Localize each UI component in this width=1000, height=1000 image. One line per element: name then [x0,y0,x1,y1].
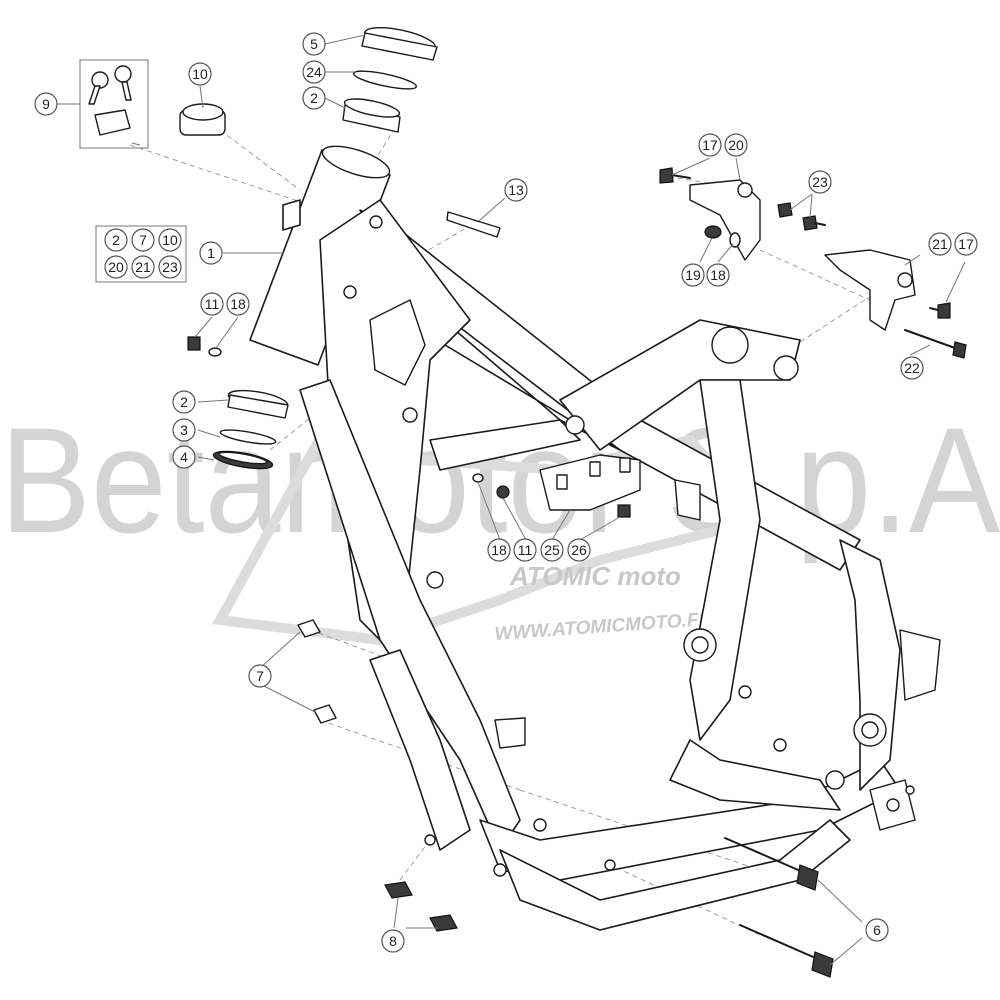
watermark: Betamotor S.p.A ATOMIC moto WWW.ATOMICMO… [0,396,1000,646]
kit-item: 7 [139,232,147,248]
callout-11-mid: 11 [513,538,537,562]
callout-22: 22 [900,356,924,380]
callout-17-left: 17 [698,133,722,157]
callout-20: 20 [724,133,748,157]
callout-18-mid: 18 [487,538,511,562]
frame [249,145,941,931]
kit-item: 2 [112,232,120,248]
svg-text:17: 17 [958,236,974,252]
callout-10: 10 [188,62,212,86]
callout-24: 24 [302,60,326,84]
callout-18-top: 18 [706,263,730,287]
callout-2-top: 2 [302,86,326,110]
callout-13: 13 [504,178,528,202]
kit-item: 23 [162,259,178,275]
kit-item: 10 [162,232,178,248]
callout-2-lower: 2 [172,390,196,414]
svg-text:3: 3 [180,422,188,438]
callout-26: 26 [567,538,591,562]
svg-text:10: 10 [192,66,208,82]
svg-text:25: 25 [544,542,560,558]
callout-5: 5 [302,32,326,56]
svg-text:4: 4 [180,449,188,465]
svg-text:5: 5 [310,36,318,52]
svg-text:11: 11 [205,296,220,312]
loose-parts [79,26,967,978]
callout-8: 8 [381,929,405,953]
svg-text:17: 17 [702,137,718,153]
bracket-25 [539,454,641,511]
svg-text:9: 9 [42,96,50,112]
svg-text:23: 23 [812,174,828,190]
callout-19: 19 [681,263,705,287]
watermark-url: WWW.ATOMICMOTO.FR [494,609,713,645]
svg-text:24: 24 [306,64,322,80]
svg-text:18: 18 [710,267,726,283]
callout-18-left: 18 [226,292,250,316]
kit-item: 20 [108,259,124,275]
svg-text:7: 7 [256,668,264,684]
callout-23: 23 [808,170,832,194]
svg-text:1: 1 [207,245,215,261]
svg-text:18: 18 [491,542,507,558]
svg-text:8: 8 [389,933,397,949]
svg-text:6: 6 [873,922,881,938]
callout-25: 25 [540,538,564,562]
callout-17-right: 17 [954,232,978,256]
svg-text:19: 19 [685,267,701,283]
svg-text:13: 13 [508,182,524,198]
kit-box: 2 7 10 20 21 23 [95,225,187,283]
callout-21: 21 [928,232,952,256]
leader-lines [57,34,966,966]
callout-6: 6 [865,918,889,942]
callout-11-left: 11 [200,292,224,316]
callouts: 5 24 2 10 9 1 13 17 20 23 19 18 21 17 22… [34,32,978,953]
svg-text:11: 11 [518,542,533,558]
svg-text:21: 21 [932,236,948,252]
callout-4: 4 [172,445,196,469]
callout-1: 1 [199,241,223,265]
svg-text:2: 2 [310,90,318,106]
callout-3: 3 [172,418,196,442]
kit-item: 21 [135,259,151,275]
svg-text:22: 22 [904,360,920,376]
callout-7: 7 [248,664,272,688]
svg-text:26: 26 [571,542,587,558]
svg-text:20: 20 [728,137,744,153]
svg-text:2: 2 [180,394,188,410]
callout-9: 9 [34,92,58,116]
svg-text:18: 18 [230,296,246,312]
watermark-logo: ATOMIC moto [509,561,681,591]
